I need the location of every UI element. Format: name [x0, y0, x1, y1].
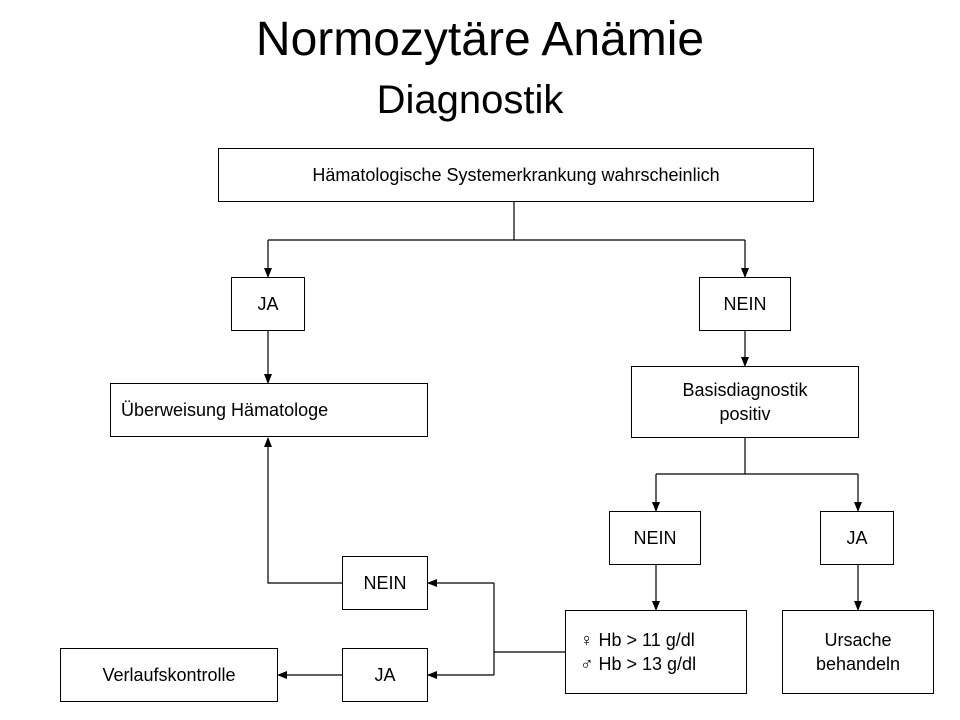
node-basis-line2: positiv [719, 404, 771, 424]
node-verlauf-label: Verlaufskontrolle [102, 664, 236, 685]
node-root-label: Hämatologische Systemerkrankung wahrsche… [312, 164, 720, 185]
node-ja-3: JA [342, 648, 428, 702]
page-subtitle: Diagnostik [376, 78, 564, 122]
node-root: Hämatologische Systemerkrankung wahrsche… [218, 148, 814, 202]
node-ueberweisung: Überweisung Hämatologe [110, 383, 428, 437]
node-hb-criteria: ♀ Hb > 11 g/dl ♂ Hb > 13 g/dl [565, 610, 747, 694]
node-ursache-line2: behandeln [815, 654, 901, 674]
page-title: Normozytäre Anämie [255, 13, 705, 66]
node-nein-3-label: NEIN [363, 572, 407, 593]
node-ja-2-label: JA [846, 527, 868, 548]
node-ja-1: JA [231, 277, 305, 331]
node-ueberweisung-label: Überweisung Hämatologe [121, 399, 329, 420]
node-ursache: Ursache behandeln [782, 610, 934, 694]
node-ja-2: JA [820, 511, 894, 565]
node-nein-3: NEIN [342, 556, 428, 610]
node-verlaufskontrolle: Verlaufskontrolle [60, 648, 278, 702]
node-hb-line2: ♂ Hb > 13 g/dl [580, 654, 697, 674]
node-nein-1-label: NEIN [723, 293, 767, 314]
node-nein-1: NEIN [699, 277, 791, 331]
node-basisdiagnostik: Basisdiagnostik positiv [631, 366, 859, 438]
node-ursache-line1: Ursache [824, 629, 892, 650]
arrow-nein-3-to-ueberweisung [264, 437, 342, 584]
node-ja-1-label: JA [257, 293, 279, 314]
node-basis-line1: Basisdiagnostik [682, 379, 808, 400]
node-nein-2-label: NEIN [633, 527, 677, 548]
node-nein-2: NEIN [609, 511, 701, 565]
node-ja-3-label: JA [374, 664, 396, 685]
node-hb-line1: ♀ Hb > 11 g/dl [580, 629, 695, 650]
